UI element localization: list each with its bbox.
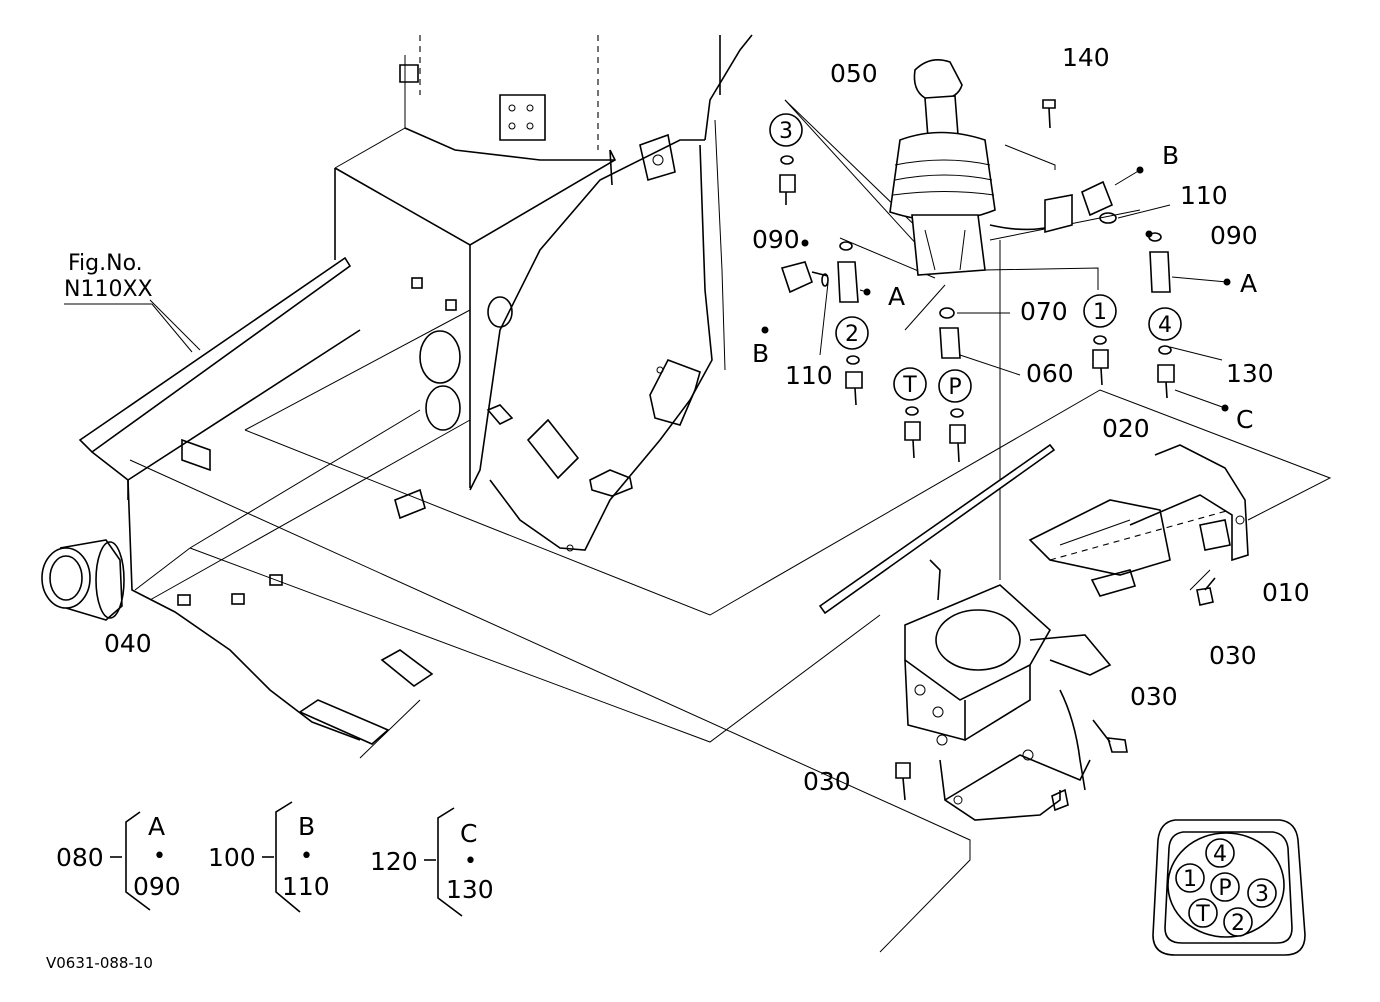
kit-code-080: 080	[56, 843, 104, 872]
kit-080: 080 A • 090	[56, 811, 181, 911]
port-circle-1: 1	[1083, 294, 1117, 328]
part-label-110-left: 110	[785, 361, 833, 390]
port-circle-3: 3	[769, 113, 803, 147]
port-circle-T-label: T	[902, 373, 917, 398]
kit-code-120: 120	[370, 847, 418, 876]
bolt-030-right	[1196, 577, 1216, 606]
port-layout-T: T	[1188, 898, 1218, 928]
part-label-090-left: 090	[752, 225, 800, 254]
svg-text:4: 4	[1213, 842, 1227, 867]
svg-text:1: 1	[1183, 867, 1197, 892]
floor-frame	[78, 256, 471, 745]
port-circle-P: P	[938, 369, 972, 403]
part-label-030-left: 030	[803, 767, 851, 796]
kit-dot-B: •	[300, 844, 313, 869]
part-label-030-mid: 030	[1130, 682, 1178, 711]
kit-letter-B: B	[298, 812, 315, 841]
kit-100: 100 B • 110	[208, 801, 330, 913]
fig-no-label: Fig.No.	[68, 251, 143, 276]
svg-text:2: 2	[1231, 911, 1245, 936]
kit-dot-C: •	[464, 849, 477, 874]
port-circle-T: T	[893, 367, 927, 401]
callout-letter-A-right: A	[1240, 269, 1257, 298]
callout-letter-A-left: A	[888, 282, 905, 311]
drawing-id: V0631-088-10	[46, 954, 153, 972]
kit-letter-A: A	[148, 812, 165, 841]
port-circle-P-label: P	[948, 375, 961, 400]
svg-text:P: P	[1218, 876, 1231, 901]
fittings	[779, 99, 1175, 463]
kit-part-090: 090	[133, 872, 181, 901]
mount-bracket	[904, 559, 1112, 821]
port-layout-2: 2	[1223, 907, 1253, 937]
port-circle-3-label: 3	[779, 119, 793, 144]
part-label-050: 050	[830, 59, 878, 88]
callout-letter-B-right: B	[1162, 141, 1179, 170]
port-layout-diagram: 4 1 P 3 T 2	[1152, 819, 1306, 956]
callout-letter-B-left: B	[752, 339, 769, 368]
svg-text:3: 3	[1255, 882, 1269, 907]
part-label-020: 020	[1102, 414, 1150, 443]
svg-text:T: T	[1195, 902, 1210, 927]
kit-120: 120 C • 130	[370, 807, 494, 917]
part-label-070: 070	[1020, 297, 1068, 326]
part-label-130: 130	[1226, 359, 1274, 388]
port-layout-4: 4	[1205, 838, 1235, 868]
duct-040	[41, 539, 125, 621]
fig-no-value: N110XX	[64, 277, 153, 302]
part-label-030-right: 030	[1209, 641, 1257, 670]
part-label-140: 140	[1062, 43, 1110, 72]
kit-letter-C: C	[460, 819, 477, 848]
port-circle-2: 2	[835, 316, 869, 350]
bolt-030-left	[895, 762, 911, 801]
kit-part-130: 130	[446, 875, 494, 904]
part-label-110-right: 110	[1180, 181, 1228, 210]
callout-letters: B A B A C	[752, 141, 1257, 434]
part-label-090-right: 090	[1210, 221, 1258, 250]
figure-number: Fig.No. N110XX	[64, 251, 193, 353]
port-circle-4: 4	[1148, 307, 1182, 341]
part-label-010: 010	[1262, 578, 1310, 607]
side-panel	[486, 34, 753, 552]
bracket-010	[1028, 444, 1249, 597]
console-box	[334, 35, 721, 491]
port-circle-1-label: 1	[1093, 300, 1107, 325]
joystick-050	[889, 59, 1073, 276]
port-circle-4-label: 4	[1158, 313, 1172, 338]
callout-dots	[761, 166, 1231, 412]
rod-020	[818, 443, 1056, 615]
part-label-040: 040	[104, 629, 152, 658]
port-layout-P: P	[1210, 872, 1240, 902]
port-layout-1: 1	[1175, 863, 1205, 893]
port-layout-3: 3	[1247, 878, 1277, 908]
callout-letter-C: C	[1236, 405, 1253, 434]
part-label-060: 060	[1026, 359, 1074, 388]
bolt-030-mid	[1092, 719, 1128, 753]
kit-part-110: 110	[282, 872, 330, 901]
port-circle-2-label: 2	[845, 322, 859, 347]
part-labels: 140 050 110 090 090 070 060 110 130 020 …	[104, 43, 1310, 796]
kit-dot-A: •	[153, 844, 166, 869]
kit-code-100: 100	[208, 843, 256, 872]
